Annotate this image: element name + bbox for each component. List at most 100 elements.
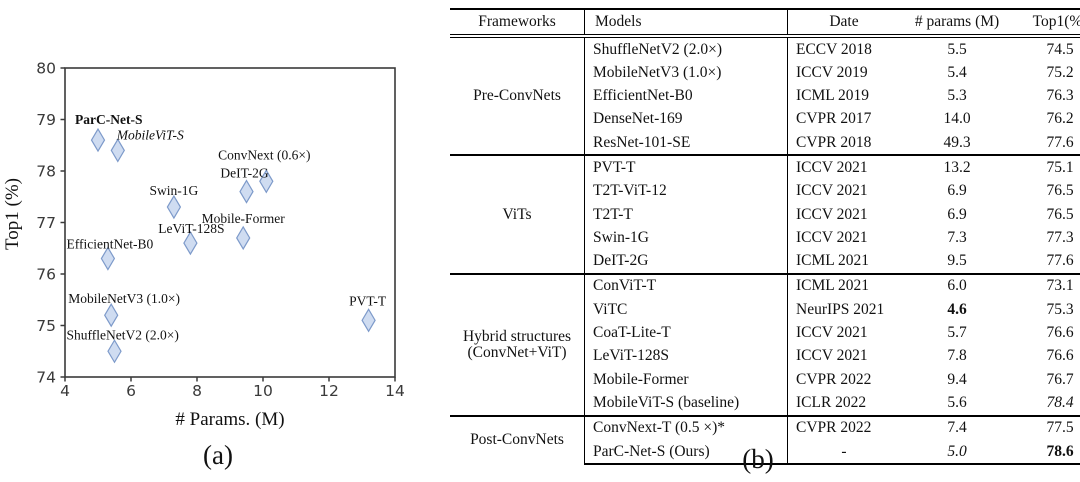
top1-cell: 77.6	[1046, 252, 1074, 270]
date-cell: ICCV 2021	[787, 154, 904, 180]
params-cell: 6.9	[947, 205, 967, 223]
date-cell: CVPR 2017	[796, 110, 872, 128]
y-tick-label: 79	[36, 111, 56, 129]
params-cell: 5.0	[904, 440, 1010, 466]
x-tick-label: 6	[126, 382, 136, 400]
date-cell: CVPR 2022	[787, 414, 904, 441]
model-cell: DenseNet-169	[584, 107, 788, 132]
params-cell: 5.4	[947, 63, 967, 81]
x-tick-label: 10	[253, 382, 273, 400]
model-cell: T2T-T	[584, 203, 788, 227]
data-point-label: EfficientNet-B0	[67, 237, 154, 252]
date-cell: CVPR 2022	[796, 370, 872, 388]
header-models: Models	[584, 8, 788, 38]
top1-cell: 73.1	[1010, 272, 1080, 299]
date-cell: ICCV 2021	[796, 347, 868, 365]
table-row: DenseNet-169 CVPR 2017 14.0 76.2	[450, 107, 1080, 132]
y-tick-label: 77	[36, 214, 56, 232]
data-point-diamond-icon	[166, 194, 182, 220]
params-cell: 7.4	[904, 414, 1010, 441]
model-cell: EfficientNet-B0	[584, 84, 788, 108]
params-cell: 5.6	[947, 393, 967, 411]
top1-cell: 76.2	[1046, 110, 1074, 128]
params-cell: 9.4	[947, 370, 967, 388]
date-cell: ICML 2019	[796, 87, 870, 105]
model-cell: ConvNext-T (0.5 ×)*	[584, 414, 788, 441]
data-point-label: ConvNext (0.6×)	[218, 147, 310, 162]
framework-cell: Post-ConvNets	[450, 414, 585, 465]
top1-cell: 75.3	[1046, 300, 1074, 318]
date-cell: ICML 2021	[787, 272, 904, 299]
y-axis-label: Top1 (%)	[2, 178, 23, 250]
x-tick-label: 12	[319, 382, 339, 400]
date-cell: ECCV 2018	[787, 34, 904, 62]
model-cell: CoaT-Lite-T	[584, 321, 788, 345]
framework-cell: ViTs	[450, 154, 585, 274]
params-cell: 49.3	[943, 133, 971, 151]
x-tick-label: 14	[385, 382, 405, 400]
data-point-label: MobileViT-S	[116, 127, 184, 142]
y-tick-label: 80	[36, 60, 56, 78]
params-cell: 5.5	[904, 34, 1010, 62]
results-table-panel: Frameworks Models Date # params (M) Top1…	[450, 8, 1080, 466]
header-frameworks: Frameworks	[450, 8, 585, 38]
params-cell: 6.0	[904, 272, 1010, 299]
date-cell: ICCV 2021	[796, 205, 868, 223]
top1-cell: 76.6	[1046, 347, 1074, 365]
top1-cell: 76.6	[1046, 324, 1074, 342]
data-point-diamond-icon	[259, 169, 274, 194]
header-top1: Top1(%)	[1010, 8, 1080, 38]
params-cell: 7.3	[947, 228, 967, 246]
data-point-diamond-icon	[90, 127, 106, 153]
model-cell: Swin-1G	[584, 226, 788, 250]
x-tick-label: 8	[192, 382, 202, 400]
top1-cell: 76.7	[1046, 370, 1074, 388]
data-point-label: Mobile-Former	[202, 211, 286, 226]
data-point-diamond-icon	[104, 303, 119, 328]
params-cell: 5.7	[947, 324, 967, 342]
params-cell: 14.0	[943, 110, 971, 128]
y-tick-label: 74	[36, 369, 56, 387]
framework-cell: Hybrid structures (ConvNet+ViT)	[450, 272, 585, 416]
caption-b: (b)	[742, 444, 774, 474]
date-cell: ICLR 2022	[796, 393, 867, 411]
model-cell: T2T-ViT-12	[584, 179, 788, 204]
model-cell: ParC-Net-S (Ours)	[584, 440, 788, 466]
model-cell: LeViT-128S	[584, 344, 788, 369]
table-header: Frameworks Models Date # params (M) Top1…	[450, 8, 1080, 38]
top1-cell: 75.1	[1010, 154, 1080, 180]
top1-cell: 77.6	[1046, 133, 1074, 151]
data-point-diamond-icon	[239, 179, 254, 204]
framework-cell: Pre-ConvNets	[450, 34, 585, 156]
date-cell: ICCV 2021	[796, 228, 868, 246]
top1-cell: 74.5	[1010, 34, 1080, 62]
params-cell: 13.2	[904, 154, 1010, 180]
data-point-diamond-icon	[183, 230, 198, 256]
model-cell: ConViT-T	[584, 272, 788, 299]
results-table: Frameworks Models Date # params (M) Top1…	[450, 8, 1080, 466]
model-cell: ResNet-101-SE	[584, 131, 788, 156]
table-row: Mobile-Former CVPR 2022 9.4 76.7	[450, 368, 1080, 392]
model-cell: MobileNetV3 (1.0×)	[584, 61, 788, 85]
data-point-diamond-icon	[361, 308, 376, 333]
params-cell: 9.5	[947, 252, 967, 270]
y-tick-label: 75	[36, 317, 56, 335]
caption-a: (a)	[203, 440, 233, 470]
date-cell: CVPR 2018	[796, 133, 872, 151]
model-cell: Mobile-Former	[584, 368, 788, 392]
